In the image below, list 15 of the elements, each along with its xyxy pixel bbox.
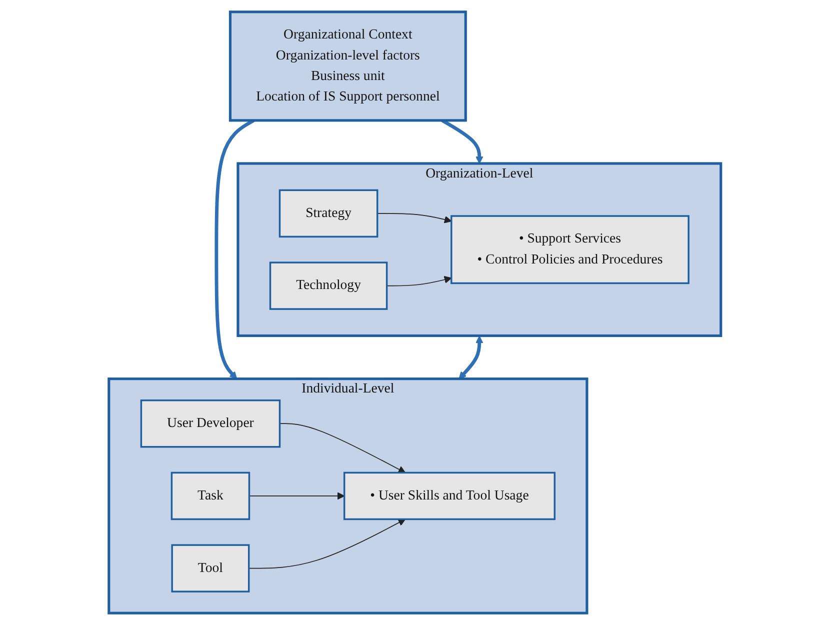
arrow: [214, 118, 254, 380]
arrow: [376, 213, 452, 224]
node-box: • User Skills and Tool Usage: [343, 472, 556, 520]
node-box: Technology: [269, 262, 388, 310]
arrow: [386, 276, 452, 286]
node-box: Task: [170, 472, 250, 520]
arrow: [248, 492, 344, 500]
node-box: Tool: [170, 544, 250, 592]
node-box: User Developer: [140, 399, 280, 448]
node-box: • Support Services • Control Policies and Procedures: [450, 215, 690, 284]
arrow: [458, 336, 483, 380]
arrow: [278, 423, 406, 474]
node-box: Strategy: [278, 189, 378, 238]
arrow: [248, 518, 406, 569]
node-box: Organizational Context Organization-level factors Business unit Location of IS Support personnel: [228, 10, 467, 122]
